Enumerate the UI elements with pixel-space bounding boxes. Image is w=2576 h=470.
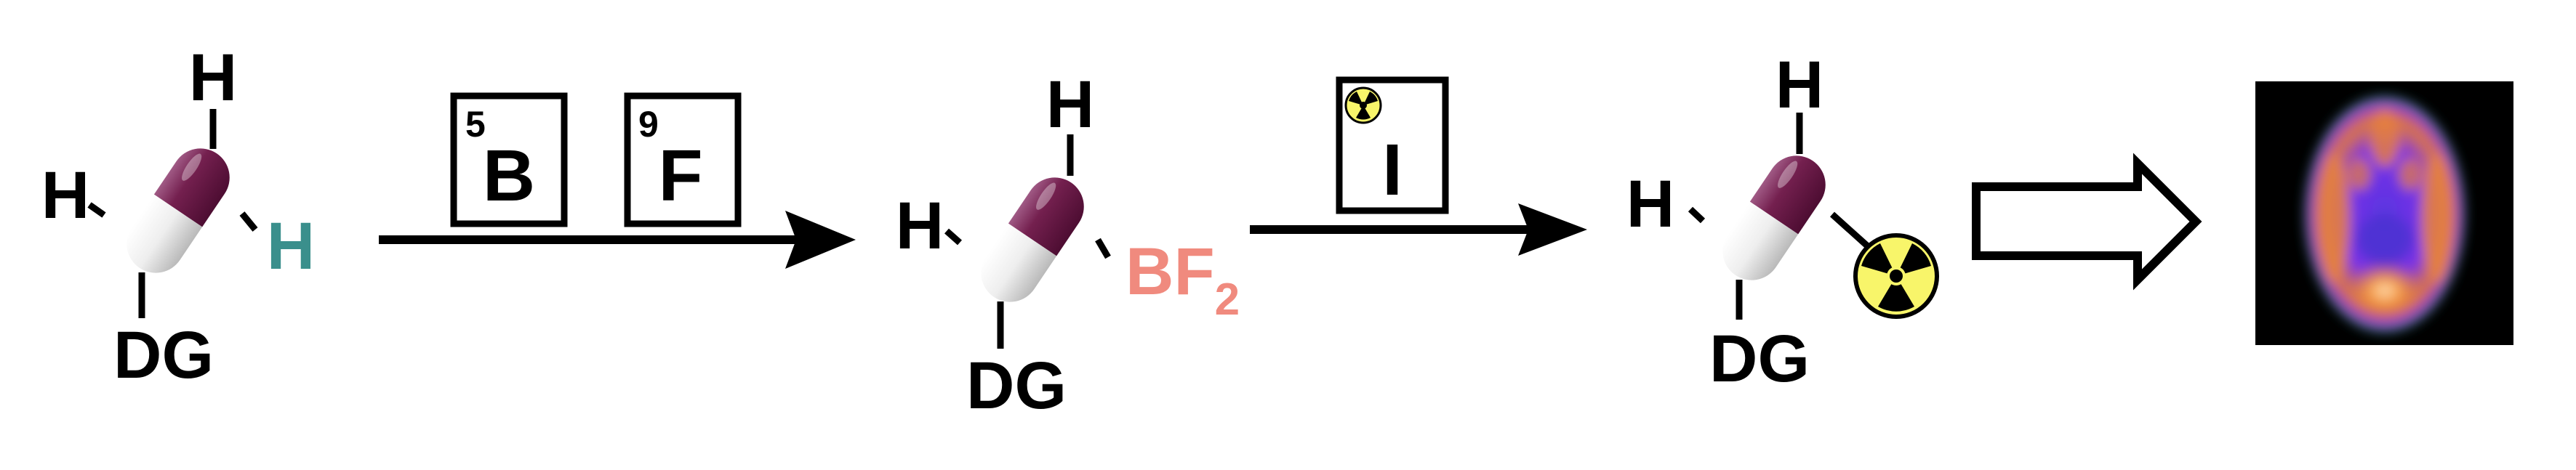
atom-h-left: H [896,189,944,263]
atom-h-left: H [1626,167,1674,241]
fluorine-atomic-number: 9 [638,104,659,145]
arrowhead-icon [1518,203,1587,256]
boron-symbol: B [483,135,535,216]
iodine-symbol: I [1382,129,1403,211]
atom-h-top: H [189,41,237,115]
radiation-icon [1853,233,1939,319]
reagent-boron-box: 5 B [450,92,568,227]
bond-right [1829,211,1871,250]
atom-h-highlighted: H [267,209,315,283]
molecule-radiolabeled-product: H H DG [1626,48,1939,396]
atom-h-top: H [1775,48,1823,122]
molecule-borylated-intermediate: H H BF2 DG [896,68,1240,423]
capsule-icon [127,148,230,273]
directing-group-label: DG [113,318,214,392]
arrowhead-icon [785,211,856,269]
reaction-arrow-2 [1250,203,1587,256]
bf-subscript: 2 [1215,275,1240,325]
capsule-icon [981,177,1084,302]
bond-left [1688,206,1706,224]
hollow-arrow-icon [1972,153,2202,291]
bond-left [944,228,962,246]
reagent-fluorine-box: 9 F [624,92,742,227]
pet-brain-scan-image [2255,81,2513,345]
bond-right [239,211,258,232]
bond-right [1095,238,1111,259]
molecule-starting-material: H H H DG [41,41,315,392]
boron-atomic-number: 5 [465,104,486,145]
fluorine-symbol: F [658,135,702,216]
capsule-icon [1722,155,1826,280]
atom-h-left: H [41,158,89,232]
directing-group-label: DG [966,349,1067,423]
reagent-radioiodine-box: I [1336,76,1449,214]
bond-left [87,202,106,218]
bf-label: BF [1126,235,1215,309]
reaction-arrow-1 [379,211,856,269]
bf2-group: BF2 [1126,235,1240,325]
radiation-icon [1344,86,1382,124]
directing-group-label: DG [1709,322,1810,396]
atom-h-top: H [1046,68,1094,142]
